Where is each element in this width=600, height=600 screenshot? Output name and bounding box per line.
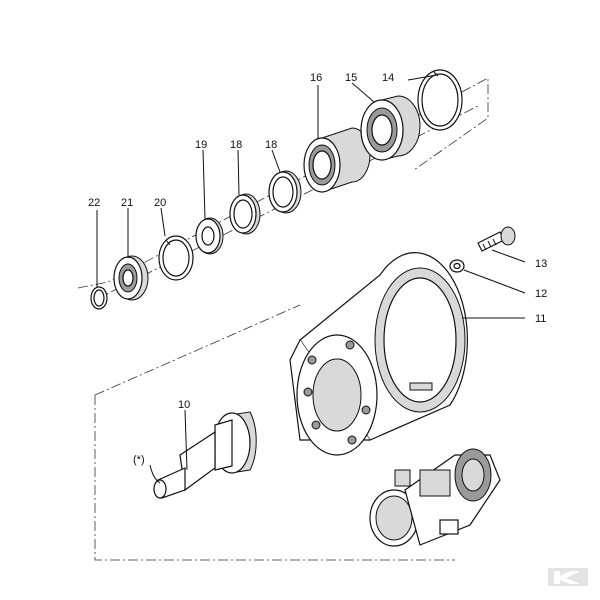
label-16: 16 [310,72,322,84]
part-18-seal-ring-b[interactable] [268,170,302,214]
label-18b: 18 [265,139,277,151]
part-20-circlip[interactable] [158,235,194,281]
label-note: (*) [133,454,145,466]
part-10-shaft[interactable] [153,411,257,499]
label-10: 10 [178,399,190,411]
label-22: 22 [88,197,100,209]
leader-lines [96,74,526,484]
part-21-ball-bearing[interactable] [113,255,149,301]
label-14: 14 [382,72,394,84]
part-18-seal-ring-a[interactable] [229,193,261,235]
label-19: 19 [195,139,207,151]
assembly-outline [77,77,489,561]
label-21: 21 [121,197,133,209]
label-12: 12 [535,288,547,300]
part-22-snap-ring[interactable] [90,286,108,310]
label-20: 20 [154,197,166,209]
label-13: 13 [535,258,547,270]
part-13-bolt[interactable] [477,226,516,252]
assembly-thumbnail [369,448,501,547]
label-18a: 18 [230,139,242,151]
brand-logo-watermark [548,568,588,586]
part-19-washer[interactable] [195,217,224,255]
part-16-needle-bearing[interactable] [303,127,371,193]
part-12-washer[interactable] [449,259,465,273]
part-11-housing[interactable] [289,252,468,456]
label-11: 11 [535,313,546,325]
label-15: 15 [345,72,357,84]
callout-labels: 22 21 20 19 18 18 16 15 14 13 12 11 10 (… [88,72,547,466]
part-15-bearing-race[interactable] [360,95,421,161]
part-14-circlip[interactable] [417,69,463,131]
